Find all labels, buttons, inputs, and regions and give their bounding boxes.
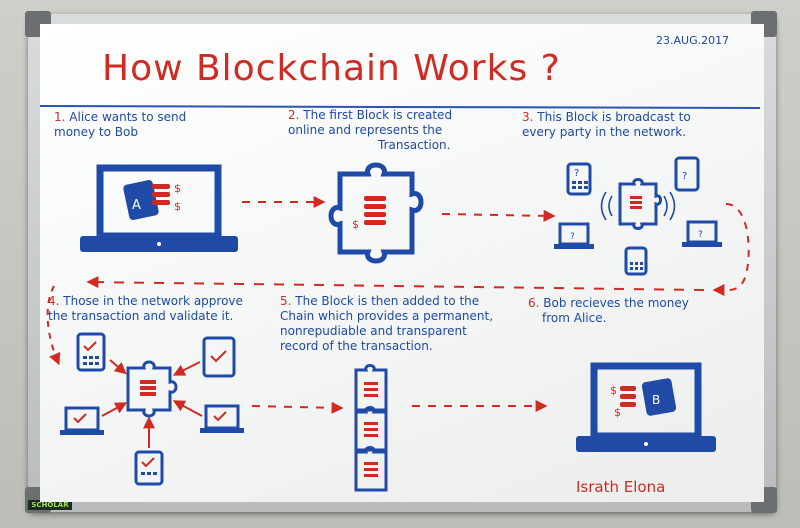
step-number: 5. (280, 294, 292, 308)
whiteboard: A $ $ $ ? (40, 24, 764, 502)
flow-arrow (86, 276, 705, 291)
validation-arrows (101, 359, 203, 448)
step-line: money to Bob (54, 125, 138, 139)
step-line: the transaction and validate it. (48, 309, 234, 323)
svg-text:$: $ (352, 218, 359, 231)
step-line: Alice wants to send (69, 110, 187, 124)
check-icon (213, 411, 227, 422)
laptop-icon (80, 164, 238, 252)
step-number: 6. (528, 296, 540, 310)
step-number: 2. (288, 108, 300, 122)
laptop-icon (576, 362, 716, 452)
check-icon (83, 341, 97, 352)
phone-icon: ? (566, 162, 592, 196)
step-line: Transaction. (378, 138, 451, 152)
step-1-text: 1. Alice wants to send money to Bob (54, 110, 254, 140)
step-2-text: 2. The first Block is created online and… (288, 108, 508, 153)
step-line: Chain which provides a permanent, (280, 309, 494, 323)
step-line: This Block is broadcast to (537, 110, 691, 124)
step-line: Those in the network approve (63, 294, 243, 308)
puzzle-block-icon (354, 364, 388, 412)
page-title: How Blockchain Works ? (102, 48, 561, 89)
step-number: 4. (48, 294, 60, 308)
tablet-icon: ? (674, 156, 700, 192)
wallet-icon: B $ $ (610, 378, 677, 419)
laptop-icon: ? (554, 222, 594, 249)
svg-text:$: $ (174, 182, 181, 195)
step-line: online and represents the (288, 123, 443, 137)
step-line: Bob recieves the money (543, 296, 689, 310)
puzzle-block-icon (354, 406, 388, 452)
author-signature: Israth Elona (576, 478, 666, 496)
step-line: from Alice. (542, 311, 607, 325)
phone-icon (76, 332, 106, 372)
puzzle-block-icon (126, 360, 178, 418)
svg-text:?: ? (574, 168, 579, 179)
brand-label: SCHOLAR (28, 500, 72, 510)
check-icon (141, 457, 155, 468)
svg-text:A: A (132, 198, 141, 213)
svg-text:$: $ (614, 406, 621, 419)
step-number: 3. (522, 110, 534, 124)
svg-text:B: B (652, 393, 660, 407)
title-divider (40, 105, 761, 109)
flow-arrow (441, 209, 556, 222)
laptop-icon (60, 406, 104, 435)
step-line: record of the transaction. (280, 339, 433, 353)
laptop-icon: ? (682, 220, 722, 247)
svg-text:$: $ (174, 200, 181, 213)
laptop-icon (200, 404, 244, 433)
svg-text:?: ? (698, 230, 703, 240)
check-icon (73, 413, 87, 424)
diagram-art: A $ $ $ ? (40, 105, 761, 492)
check-icon (210, 350, 227, 363)
step-3-text: 3. This Block is broadcast to every part… (522, 110, 752, 140)
blockchain-stack (354, 364, 388, 492)
svg-text:?: ? (682, 171, 687, 182)
wallet-icon: A $ $ (123, 180, 181, 220)
phone-icon (624, 246, 648, 276)
step-line: every party in the network. (522, 125, 687, 139)
signal-waves (600, 191, 676, 221)
step-6-text: 6. Bob recieves the money from Alice. (528, 296, 748, 326)
step-5-text: 5. The Block is then added to the Chain … (280, 294, 520, 354)
flow-arrow (251, 401, 344, 414)
step-line: nonrepudiable and transparent (280, 324, 467, 338)
step-line: The Block is then added to the (295, 294, 480, 308)
step-line: The first Block is created (303, 108, 453, 122)
step-4-text: 4. Those in the network approve the tran… (48, 294, 268, 324)
svg-text:?: ? (570, 232, 575, 242)
puzzle-block-icon (618, 178, 662, 230)
puzzle-block-icon: $ (328, 162, 424, 264)
tablet-icon (202, 336, 236, 378)
step-number: 1. (54, 110, 66, 124)
puzzle-block-icon (354, 446, 388, 492)
flow-arrow (712, 203, 750, 297)
phone-icon (134, 450, 164, 486)
date-label: 23.AUG.2017 (656, 34, 730, 47)
svg-text:$: $ (610, 384, 617, 397)
